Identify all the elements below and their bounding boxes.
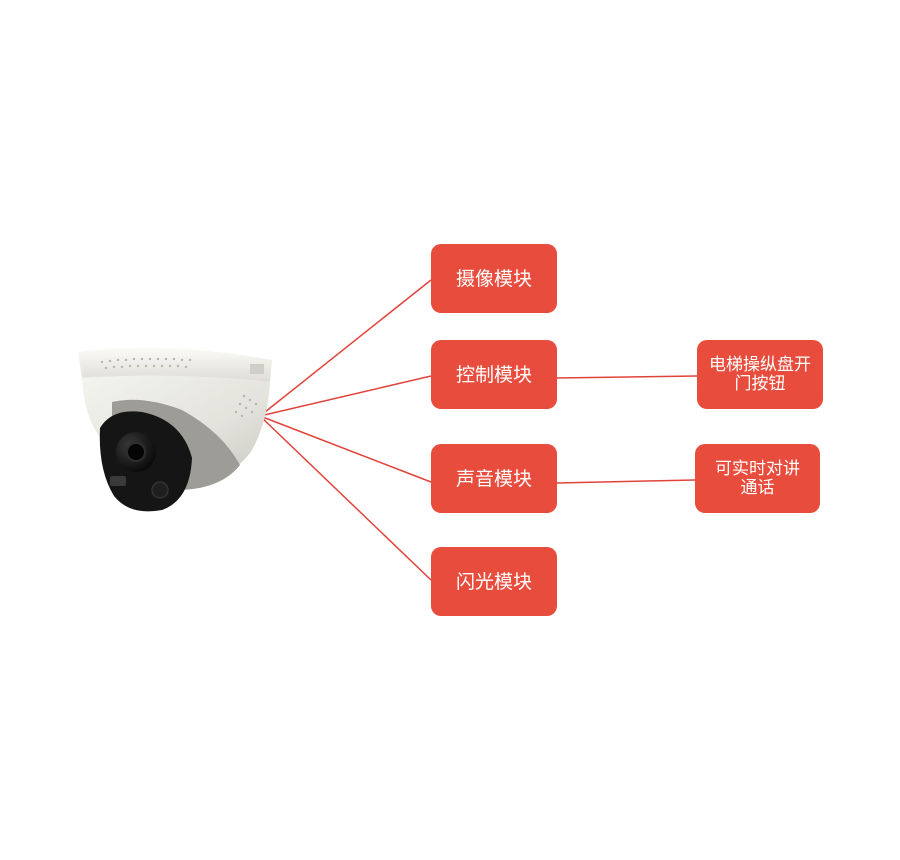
module-control: 控制模块 (431, 340, 557, 409)
module-imaging: 摄像模块 (431, 244, 557, 313)
sub-elevator-door-button: 电梯操纵盘开门按钮 (697, 340, 823, 409)
module-sound: 声音模块 (431, 444, 557, 513)
sub-realtime-intercom: 可实时对讲通话 (695, 444, 820, 513)
connector-camera-to-sound (259, 415, 432, 483)
connector-camera-to-control (259, 375, 432, 417)
connector-sound-to-intercom (556, 479, 696, 484)
module-flash: 闪光模块 (431, 547, 557, 616)
dome-camera-icon (78, 347, 272, 512)
connector-control-to-elevator (556, 375, 698, 379)
connector-camera-to-flash (259, 415, 432, 581)
connector-camera-to-imaging (259, 279, 432, 417)
